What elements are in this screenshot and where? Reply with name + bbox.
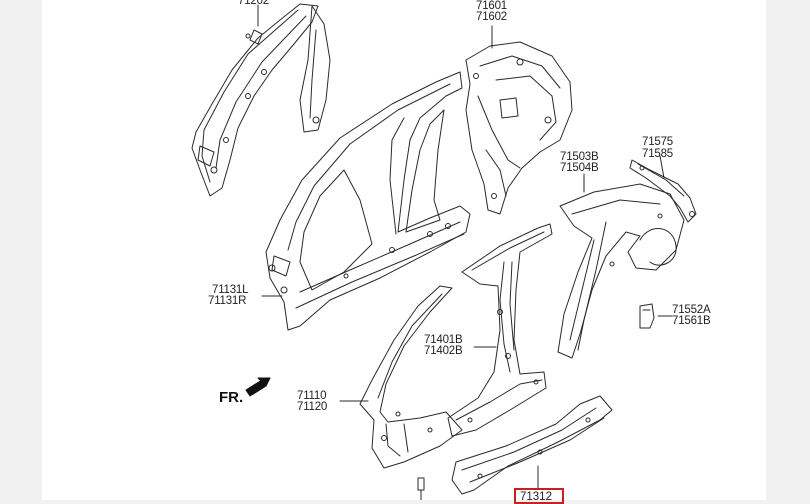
label-71110: 71110 [297,390,327,402]
clip-part-drawing [639,303,655,329]
side-sill-drawing [451,395,613,495]
label-71585: 71585 [642,148,673,160]
quarter-bracket-drawing [629,159,697,223]
front-direction-label: FR. [219,389,244,406]
label-71402b: 71402B [424,345,463,357]
rear-quarter-inner-drawing [465,41,573,215]
highlighted-part-box[interactable]: 71312 [514,488,564,504]
label-71120: 71120 [297,401,328,413]
rear-quarter-outer-drawing [557,183,685,359]
label-71131l: 71131L [212,284,249,296]
label-71561b: 71561B [672,315,711,327]
leader-71575 [659,155,665,179]
center-pillar-drawing [447,223,553,437]
label-71202: 71202 [238,0,269,7]
label-71312[interactable]: 71312 [520,491,552,503]
label-71503b: 71503B [560,151,599,163]
label-71602: 71602 [476,11,507,23]
front-direction-arrow-icon [245,377,271,397]
label-71504b: 71504B [560,162,599,174]
label-71131r: 71131R [208,295,247,307]
label-71575: 71575 [642,136,673,148]
side-outer-panel-drawing [265,71,471,331]
label-71401b: 71401B [424,334,463,346]
label-71601: 71601 [476,0,507,12]
diagram-page [42,0,766,500]
fastener-drawing [417,477,425,500]
roof-rail-part-drawing [191,3,331,197]
front-pillar-drawing [359,285,463,469]
label-71552a: 71552A [672,304,711,316]
